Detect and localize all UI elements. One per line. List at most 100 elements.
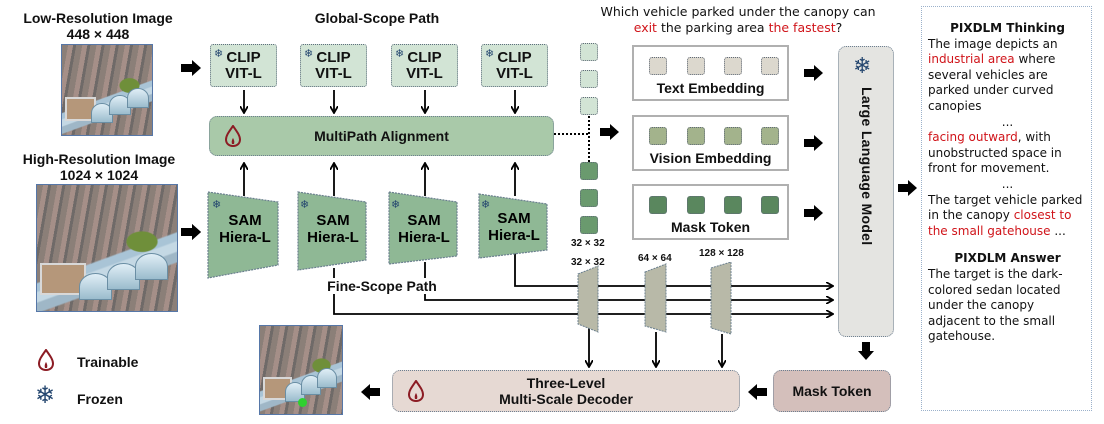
sam-encoder-3-shape: [388, 191, 458, 265]
global-token: [580, 70, 598, 88]
vision-embedding-to-llm-arrow: [804, 135, 823, 151]
question-highlight: the fastest: [768, 20, 836, 35]
multi-scale-decoder-block: Three-Level Multi-Scale Decoder: [392, 370, 740, 412]
thinking-paragraph: The target vehicle parked in the canopy …: [928, 193, 1087, 240]
mask-token: [649, 196, 667, 214]
fine-token: [580, 162, 598, 180]
clip-encoder-sublabel: VIT-L: [315, 65, 352, 82]
scale-label-2: 64 × 64: [638, 253, 672, 264]
ellipsis: ...: [1001, 114, 1014, 129]
vision-token: [649, 127, 667, 145]
clip-encoder-sublabel: VIT-L: [225, 65, 262, 82]
high-res-size: 1024 × 1024: [59, 167, 139, 183]
sam-encoder-2-shape: [297, 191, 367, 271]
mask-token-to-llm-arrow: [804, 205, 823, 221]
clip-encoder-label: CLIP: [316, 49, 351, 66]
sam-encoder-1-shape: [207, 191, 279, 279]
multipath-alignment-block: MultiPath Alignment: [209, 116, 554, 156]
scale-projector-64: [644, 263, 667, 333]
clip-encoder-label: CLIP: [497, 49, 532, 66]
scale-label-3: 128 × 128: [699, 248, 744, 259]
user-question: Which vehicle parked under the canopy ca…: [588, 4, 888, 36]
snowflake-icon: ❄: [304, 48, 314, 60]
clip-encoder-sublabel: VIT-L: [496, 65, 533, 82]
thinking-text: ...: [1050, 223, 1066, 238]
answer-title: PIXDLM Answer: [954, 251, 1061, 266]
sam-input-arrow: [181, 224, 201, 240]
thinking-text: The image depicts an: [928, 36, 1058, 51]
question-text: Which vehicle parked under the canopy ca…: [600, 4, 876, 19]
sam-encoder-label: SAM: [497, 210, 531, 227]
segmentation-output-image: [259, 325, 343, 415]
flame-icon: [224, 125, 242, 147]
mask-token-embedding-box: Mask Token: [632, 184, 789, 240]
scale-projector-128: [710, 262, 732, 335]
legend-frozen-label: Frozen: [77, 391, 123, 407]
sam-encoder-1: ❄ SAM Hiera-L: [210, 198, 280, 246]
scale-to-decoder-arrows: [589, 328, 722, 366]
clip-encoder-sublabel: VIT-L: [406, 65, 443, 82]
fine-scope-path-title: Fine-Scope Path: [320, 278, 444, 294]
thinking-text: The target vehicle parked in the canopy: [928, 192, 1083, 223]
snowflake-icon: ❄: [35, 382, 56, 409]
legend-trainable-label: Trainable: [77, 354, 139, 370]
text-token: [724, 57, 742, 75]
predicted-mask: [298, 398, 307, 407]
snowflake-icon: ❄: [300, 199, 310, 211]
clip-encoder-3: ❄ CLIP VIT-L: [391, 44, 458, 87]
flame-icon: [37, 349, 55, 371]
sam-encoder-label: SAM: [407, 212, 441, 229]
mask-token: [687, 196, 705, 214]
scale-projector-32: [577, 265, 599, 333]
high-res-title: High-Resolution Image: [22, 151, 176, 167]
low-res-size: 448 × 448: [66, 26, 130, 42]
question-text: ?: [835, 20, 843, 35]
clip-encoder-4: ❄ CLIP VIT-L: [481, 44, 548, 87]
sam-encoders-shapes: [207, 191, 548, 279]
vision-token: [687, 127, 705, 145]
multipath-alignment-label: MultiPath Alignment: [314, 128, 449, 144]
snowflake-icon: ❄: [212, 199, 222, 211]
low-res-input-arrow: [181, 60, 201, 76]
sam-encoder-label: SAM: [316, 212, 350, 229]
sam-encoder-sublabel: Hiera-L: [219, 229, 271, 246]
snowflake-icon: ❄: [853, 53, 872, 78]
scale-label-1: 32 × 32: [571, 257, 605, 268]
vision-token: [761, 127, 779, 145]
snowflake-icon: ❄: [391, 199, 401, 211]
thinking-paragraph: facing outward, with unobstructed space …: [928, 130, 1087, 177]
global-token: [580, 43, 598, 61]
clip-to-alignment-arrows: [244, 90, 515, 112]
high-res-image: [36, 184, 178, 312]
large-language-model-block: ❄ Large Language Model: [838, 46, 894, 337]
llm-to-output-arrow: [898, 180, 917, 196]
text-embedding-label: Text Embedding: [656, 80, 765, 96]
llm-to-mask-token-arrow: [858, 342, 874, 360]
model-output-panel: PIXDLM Thinking The image depicts an ind…: [921, 6, 1092, 411]
snowflake-icon: ❄: [395, 48, 405, 60]
clip-encoder-label: CLIP: [226, 49, 261, 66]
snowflake-icon: ❄: [485, 48, 495, 60]
decoder-label-line1: Three-Level: [526, 375, 606, 391]
thinking-highlight: facing outward: [928, 130, 1018, 145]
global-token: [580, 97, 598, 115]
sam-encoder-4-shape: [478, 193, 548, 259]
sam-encoder-sublabel: Hiera-L: [398, 229, 450, 246]
mask-token-output-box: Mask Token: [773, 370, 891, 412]
low-res-image: [61, 44, 153, 136]
alignment-token-dotted-link: [554, 108, 590, 162]
thinking-text: where several vehicles are parked under …: [928, 52, 1056, 113]
text-token: [649, 57, 667, 75]
clip-encoder-label: CLIP: [407, 49, 442, 66]
sam-to-alignment-arrows: [244, 164, 515, 196]
mask-token-output-label: Mask Token: [792, 383, 872, 399]
mask-token: [724, 196, 742, 214]
text-token: [761, 57, 779, 75]
sam-encoder-label: SAM: [228, 212, 262, 229]
sam-encoder-3: ❄ SAM Hiera-L: [389, 198, 459, 246]
fine-token: [580, 189, 598, 207]
scale-projectors: [577, 262, 732, 335]
thinking-highlight: industrial area: [928, 52, 1015, 67]
question-highlight: exit: [633, 20, 657, 35]
mask-token: [761, 196, 779, 214]
